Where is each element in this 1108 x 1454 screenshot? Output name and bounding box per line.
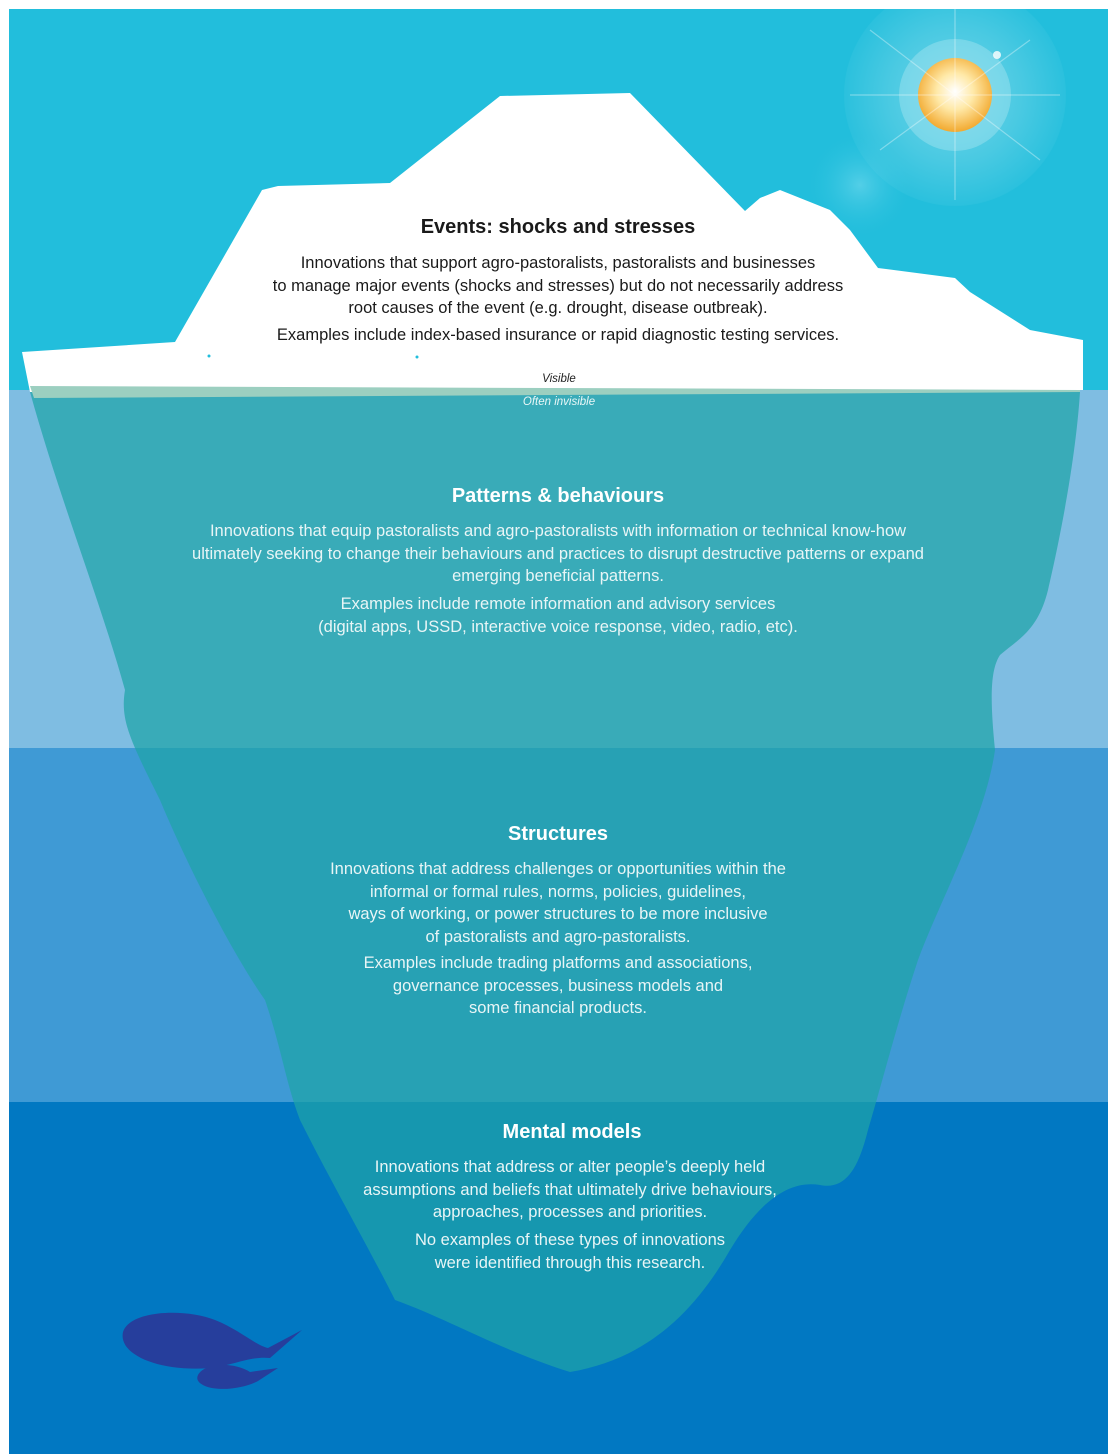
patterns-examples: Examples include remote information and … [318, 595, 798, 636]
often-invisible-label: Often invisible [522, 396, 596, 408]
mental-models-title: Mental models [502, 1121, 642, 1143]
sun-icon [844, 0, 1066, 206]
mental-models-description: Innovations that address or alter people… [363, 1158, 777, 1221]
fish-icon [122, 1312, 302, 1389]
events-title: Events: shocks and stresses [420, 216, 696, 238]
iceberg-underwater [30, 392, 1080, 1372]
structures-examples: Examples include trading platforms and a… [363, 954, 753, 1017]
structures-title: Structures [507, 823, 609, 845]
iceberg-above-water [22, 93, 1083, 392]
structures-description: Innovations that address challenges or o… [330, 860, 786, 946]
patterns-title: Patterns & behaviours [451, 485, 665, 507]
events-examples: Examples include index-based insurance o… [276, 326, 840, 344]
mental-models-examples: No examples of these types of innovation… [414, 1231, 725, 1272]
events-description: Innovations that support agro-pastoralis… [272, 254, 844, 317]
patterns-description: Innovations that equip pastoralists and … [192, 522, 924, 585]
visible-label: Visible [542, 373, 576, 385]
